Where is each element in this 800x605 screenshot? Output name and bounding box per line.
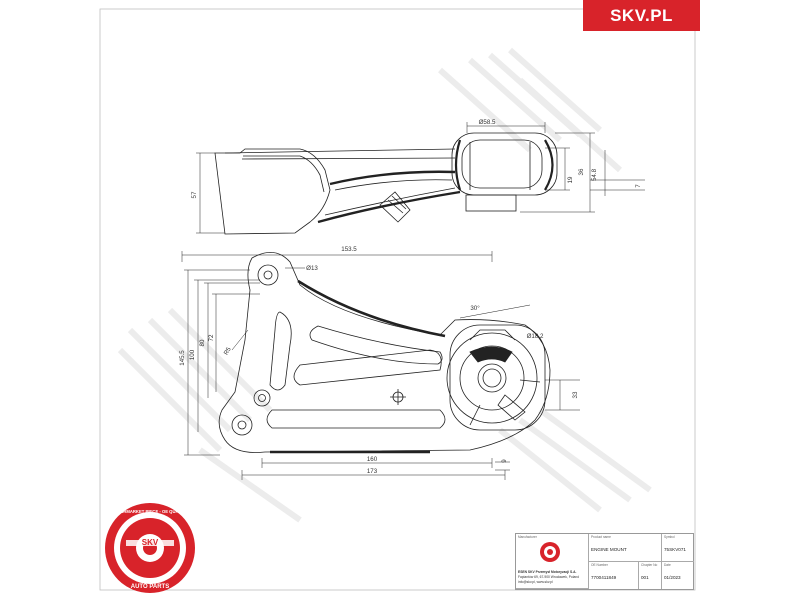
product-cell: Product name ENGINE MOUNT	[589, 534, 662, 562]
date-label: Date	[664, 563, 671, 567]
dim-d14: 30°	[470, 305, 480, 312]
company-logo	[540, 542, 560, 562]
brand-label[interactable]: SKV.PL	[610, 5, 673, 25]
dim-d7: 153.5	[341, 246, 357, 253]
watermark	[117, 47, 652, 523]
dim-d8: Ø13	[306, 265, 318, 272]
front-view	[181, 251, 580, 480]
oe-label: OE Number	[591, 563, 608, 567]
oe-value: 7700411849	[591, 575, 617, 580]
dim-d17: 160	[367, 456, 378, 463]
dim-d12: 72	[208, 334, 215, 341]
side-view	[196, 122, 645, 235]
quality-stamp: SKV AFTERMARKET PRICE - OE QUALITY AUTO …	[105, 503, 195, 593]
dim-d4: 54.8	[591, 168, 598, 181]
stamp-bottom-text: AUTO PARTS	[131, 584, 169, 590]
chapter-value: 001	[641, 575, 649, 580]
title-block: Manufacturer ESEN SKV Przemysł Motoryzac…	[515, 533, 694, 590]
date-value: 01/2023	[664, 575, 681, 580]
company-line3: info@skv.pl, www.skv.pl	[518, 580, 553, 584]
dim-d19: 9	[501, 459, 508, 463]
dim-d15: Ø18.2	[527, 333, 544, 340]
date-cell: Date 01/2023	[662, 562, 694, 589]
dim-d10: 100	[189, 349, 196, 360]
dim-d16: 33	[572, 391, 579, 398]
dim-d18: 173	[367, 468, 378, 475]
stamp-center-text: SKV	[142, 538, 159, 547]
chapter-label: Chapter No	[641, 563, 658, 567]
symbol-value: 75SKV071	[664, 547, 686, 552]
dimension-labels: Ø58.5 36 19 54.8 57 7 153.5 Ø13 145.5 10…	[179, 119, 642, 475]
dim-d3: 19	[567, 176, 574, 183]
chapter-cell: Chapter No 001	[639, 562, 662, 589]
manufacturer-label: Manufacturer	[518, 535, 537, 539]
company-line2: Fapiantów 69, 67-900 Wrocławek, Poland	[518, 575, 579, 579]
stamp-ring-text: AFTERMARKET PRICE - OE QUALITY	[112, 509, 187, 514]
manufacturer-cell: Manufacturer ESEN SKV Przemysł Motoryzac…	[516, 534, 589, 589]
dim-d9: 145.5	[179, 350, 186, 366]
dim-d11: 80	[199, 339, 206, 346]
brand-badge[interactable]: SKV.PL	[583, 0, 700, 31]
dim-d2: 36	[578, 168, 585, 175]
symbol-label: Symbol	[664, 535, 675, 539]
dim-d6: 7	[635, 184, 642, 188]
company-line1: ESEN SKV Przemysł Motoryzacji S.A.	[518, 570, 577, 574]
product-label: Product name	[591, 535, 611, 539]
dim-d1: Ø58.5	[479, 119, 496, 126]
dim-d13: R5	[223, 346, 233, 357]
dim-d5: 57	[191, 191, 198, 198]
oe-cell: OE Number 7700411849	[589, 562, 639, 589]
symbol-cell: Symbol 75SKV071	[662, 534, 694, 562]
frame-border	[99, 8, 696, 591]
product-value: ENGINE MOUNT	[591, 547, 627, 552]
